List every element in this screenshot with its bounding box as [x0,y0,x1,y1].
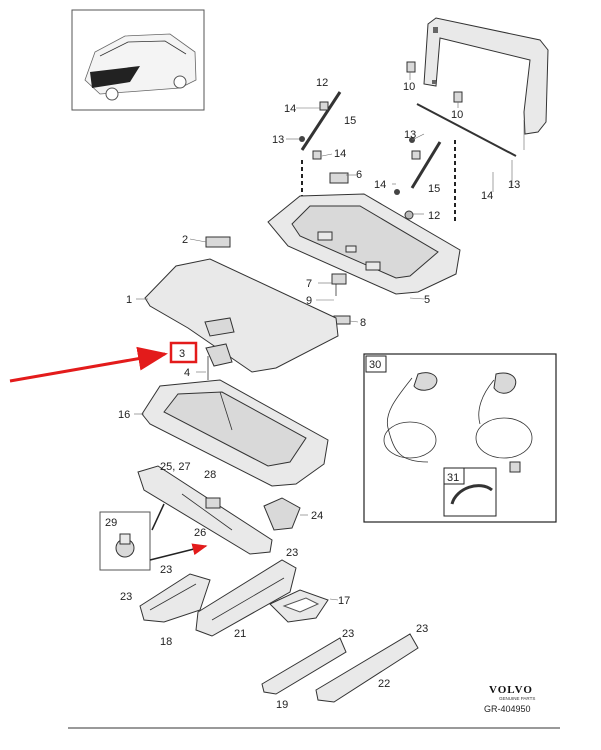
label-9: 9 [306,295,312,307]
label-14c: 14 [374,179,386,191]
leader-lines [134,72,459,601]
label-3: 3 [179,348,185,360]
diagram-code: GR-404950 [484,704,531,714]
floor-panel-5 [267,193,461,295]
gas-struts [300,91,517,189]
label-23b: 23 [160,564,172,576]
label-19: 19 [276,699,288,711]
bracket-24 [263,497,301,531]
label-25-27: 25, 27 [160,461,191,473]
trim-19 [261,637,347,695]
label-2: 2 [182,234,188,246]
label-6: 6 [356,169,362,181]
label-23c: 23 [120,591,132,603]
label-22: 22 [378,678,390,690]
label-7: 7 [306,278,312,290]
label-29: 29 [105,517,117,529]
label-14b: 14 [334,148,346,160]
red-arrow-icon [9,346,168,383]
label-1: 1 [126,294,132,306]
side-trim-18 [139,573,211,623]
label-4: 4 [184,367,190,379]
label-30: 30 [369,359,381,371]
part-labels: 1 2 3 4 5 6 7 8 9 10 10 12 12 13 13 13 1… [105,77,520,711]
label-10b: 10 [451,109,463,121]
dashed-guides [301,140,513,222]
storage-tray-16 [141,379,329,487]
label-12b: 12 [428,210,440,222]
label-23a: 23 [286,547,298,559]
side-trim-21 [195,559,297,637]
brand-tagline: GENUINE PARTS [499,696,535,701]
label-17: 17 [338,595,350,607]
label-10a: 10 [403,81,415,93]
fasteners [299,61,463,220]
brand-name: VOLVO [489,684,533,696]
clip-29-inset [99,503,208,571]
label-15b: 15 [428,183,440,195]
label-5: 5 [424,294,430,306]
label-13c: 13 [508,179,520,191]
load-floor-1 [144,236,339,380]
label-23e: 23 [416,623,428,635]
label-15a: 15 [344,115,356,127]
hinge-parts [331,273,351,325]
label-23d: 23 [342,628,354,640]
trim-22 [315,633,419,703]
label-16: 16 [118,409,130,421]
label-12a: 12 [316,77,328,89]
tailgate-frame [423,17,549,150]
wiring-inset-30 [363,353,557,523]
label-13b: 13 [404,129,416,141]
label-18: 18 [160,636,172,648]
highlight-3 [9,341,198,383]
label-26: 26 [194,527,206,539]
car-thumbnail-icon [71,9,205,111]
label-21: 21 [234,628,246,640]
label-24: 24 [311,510,323,522]
label-14d: 14 [481,190,493,202]
label-8: 8 [360,317,366,329]
brand-block: VOLVO GENUINE PARTS GR-404950 [484,684,535,714]
label-31: 31 [447,472,459,484]
sill-rail-25-27 [137,465,273,555]
label-13a: 13 [272,134,284,146]
tray-17 [269,589,329,623]
label-28: 28 [204,469,216,481]
label-14a: 14 [284,103,296,115]
